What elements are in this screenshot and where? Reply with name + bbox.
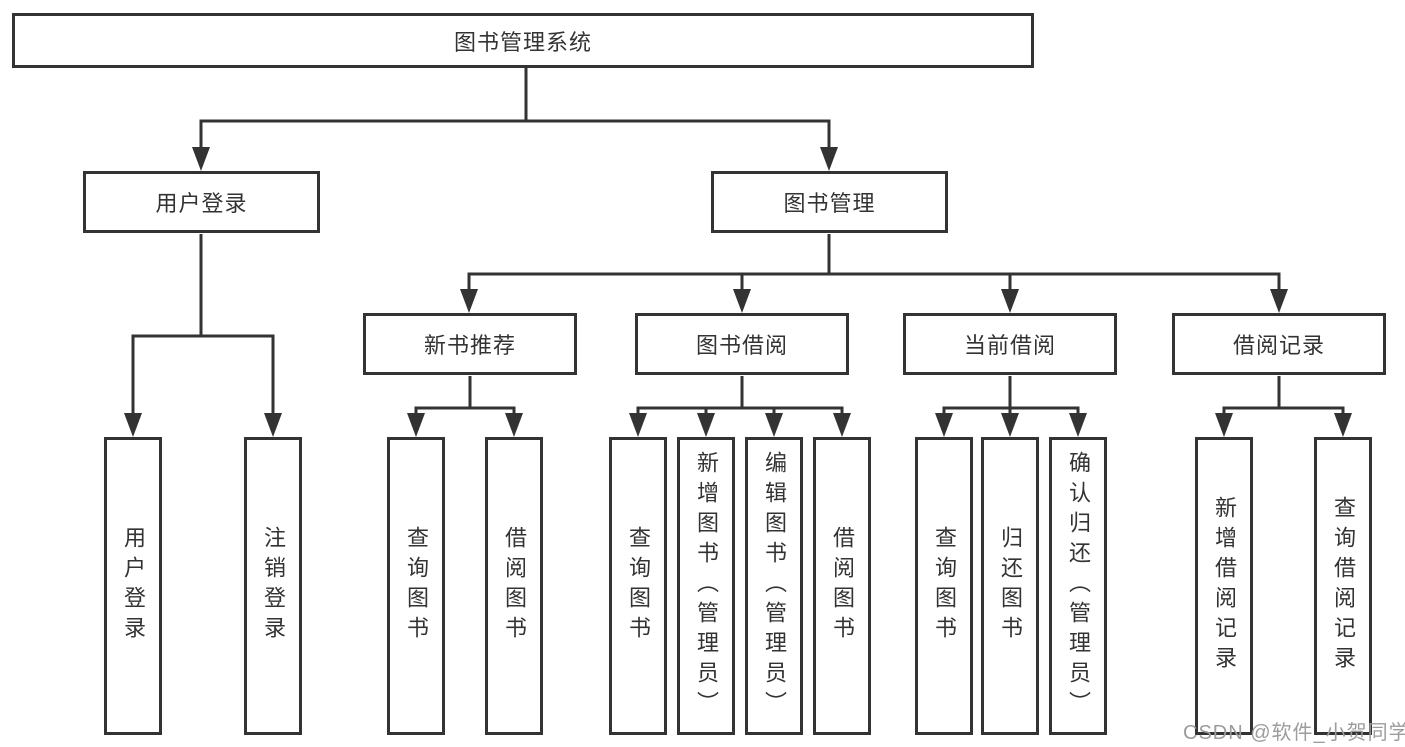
leaf-logout: 注销登录	[244, 437, 302, 735]
leaf-return-books: 归还图书	[981, 437, 1039, 735]
leaf-add-borrow-record: 新增借阅记录	[1195, 437, 1253, 735]
leaf-query-books-3: 查询图书	[915, 437, 973, 735]
node-label: 借阅图书	[502, 526, 527, 646]
leaf-query-books-1: 查询图书	[387, 437, 445, 735]
connector-root-to-level2	[192, 68, 838, 171]
node-label: 图书管理	[783, 191, 876, 216]
node-label: 借阅图书	[830, 526, 855, 646]
node-label: 查询图书	[404, 526, 429, 646]
connector-current-borrow-to-leaves	[935, 376, 1087, 437]
node-book-management: 图书管理	[711, 171, 948, 233]
leaf-add-book-admin: 新增图书（管理员）	[677, 437, 735, 735]
leaf-confirm-return-admin: 确认归还（管理员）	[1049, 437, 1107, 735]
node-label: 新增借阅记录	[1212, 496, 1237, 676]
node-label: 新书推荐	[423, 333, 516, 358]
node-label: 查询图书	[626, 526, 651, 646]
leaf-query-books-2: 查询图书	[609, 437, 667, 735]
node-label: 图书管理系统	[453, 29, 592, 55]
csdn-watermark: CSDN @软件_小贺同学	[1183, 722, 1405, 744]
leaf-edit-book-admin: 编辑图书（管理员）	[745, 437, 803, 735]
node-label: 借阅记录	[1232, 333, 1325, 358]
node-label: 确认归还（管理员）	[1066, 451, 1091, 721]
node-label: 查询借阅记录	[1331, 496, 1356, 676]
connector-book-mgmt-to-level3	[460, 234, 1288, 313]
node-label: 编辑图书（管理员）	[762, 451, 787, 721]
node-label: 查询图书	[932, 526, 957, 646]
node-label: 用户登录	[155, 191, 248, 216]
node-label: 归还图书	[998, 526, 1023, 646]
node-borrow-records: 借阅记录	[1172, 313, 1386, 375]
leaf-query-borrow-record: 查询借阅记录	[1314, 437, 1372, 735]
node-label: 用户登录	[121, 526, 146, 646]
node-label: 当前借阅	[963, 333, 1056, 358]
node-book-borrow: 图书借阅	[635, 313, 849, 375]
connector-borrow-records-to-leaves	[1215, 376, 1352, 437]
leaf-borrow-books-2: 借阅图书	[813, 437, 871, 735]
connector-user-login-to-leaves	[124, 234, 282, 437]
node-user-login: 用户登录	[83, 171, 320, 233]
node-label: 新增图书（管理员）	[694, 451, 719, 721]
node-current-borrow: 当前借阅	[903, 313, 1117, 375]
node-label: 图书借阅	[695, 333, 788, 358]
leaf-user-login: 用户登录	[104, 437, 162, 735]
connector-book-borrow-to-leaves	[629, 376, 851, 437]
node-new-book-recommend: 新书推荐	[363, 313, 577, 375]
node-label: 注销登录	[261, 526, 286, 646]
leaf-borrow-books-1: 借阅图书	[485, 437, 543, 735]
node-book-mgmt-system: 图书管理系统	[12, 13, 1034, 68]
connector-new-book-recommend-to-leaves	[407, 376, 523, 437]
